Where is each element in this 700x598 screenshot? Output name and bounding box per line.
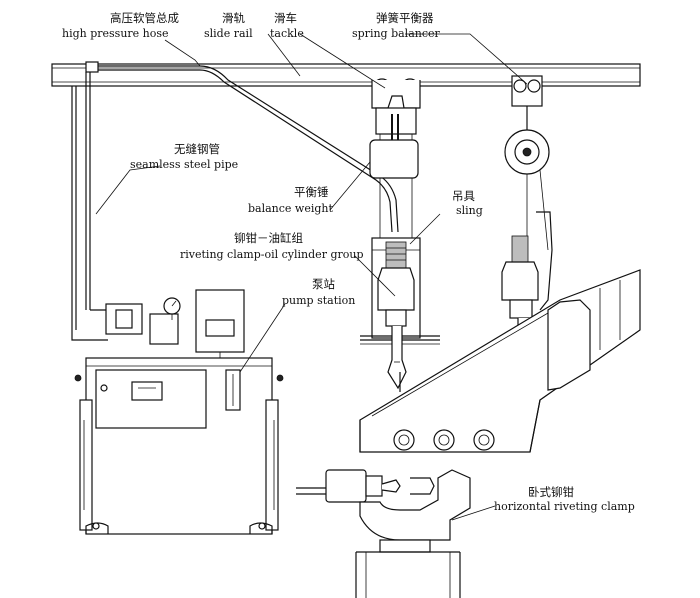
spring-balancer-en: spring balancer	[352, 27, 441, 40]
horizontal-riveting-clamp-cn: 卧式铆钳	[528, 485, 574, 499]
balance-weight-cn: 平衡锤	[294, 185, 329, 199]
tackle-en: tackle	[270, 27, 304, 40]
sling-en: sling	[456, 204, 483, 217]
pump-station	[74, 289, 284, 535]
balance-weight-en: balance weight	[248, 202, 333, 215]
high-pressure-hose-en: high pressure hose	[62, 27, 169, 40]
high-pressure-hose-cn: 高压软管总成	[110, 11, 179, 25]
horizontal-riveting-clamp-en: horizontal riveting clamp	[494, 500, 635, 513]
riveting-clamp-oil-cylinder-group	[360, 237, 440, 392]
slide-rail-beam	[51, 63, 641, 87]
seamless-steel-pipe-en: seamless steel pipe	[130, 158, 238, 171]
seamless-steel-pipe-cn: 无缝钢管	[174, 142, 220, 156]
riveting-clamp-group-en: riveting clamp-oil cylinder group	[180, 248, 364, 261]
riveting-clamp-group-cn: 铆钳－油缸组	[234, 231, 303, 245]
slide-rail-cn: 滑轨	[222, 11, 245, 25]
pump-station-cn: 泵站	[312, 277, 335, 291]
horizontal-riveting-clamp	[296, 469, 471, 598]
sling-cn: 吊具	[452, 189, 475, 203]
slide-rail-en: slide rail	[204, 27, 253, 40]
workpiece-frame	[359, 269, 641, 453]
tackle-trolley	[371, 78, 421, 140]
leader-lines	[95, 33, 528, 521]
pump-station-en: pump station	[282, 294, 355, 307]
spring-balancer-cn: 弹簧平衡器	[376, 11, 434, 25]
tackle-cn: 滑车	[274, 11, 297, 25]
high-pressure-hose	[85, 61, 399, 233]
balance-weight	[369, 134, 419, 238]
seamless-steel-pipe	[71, 72, 108, 341]
